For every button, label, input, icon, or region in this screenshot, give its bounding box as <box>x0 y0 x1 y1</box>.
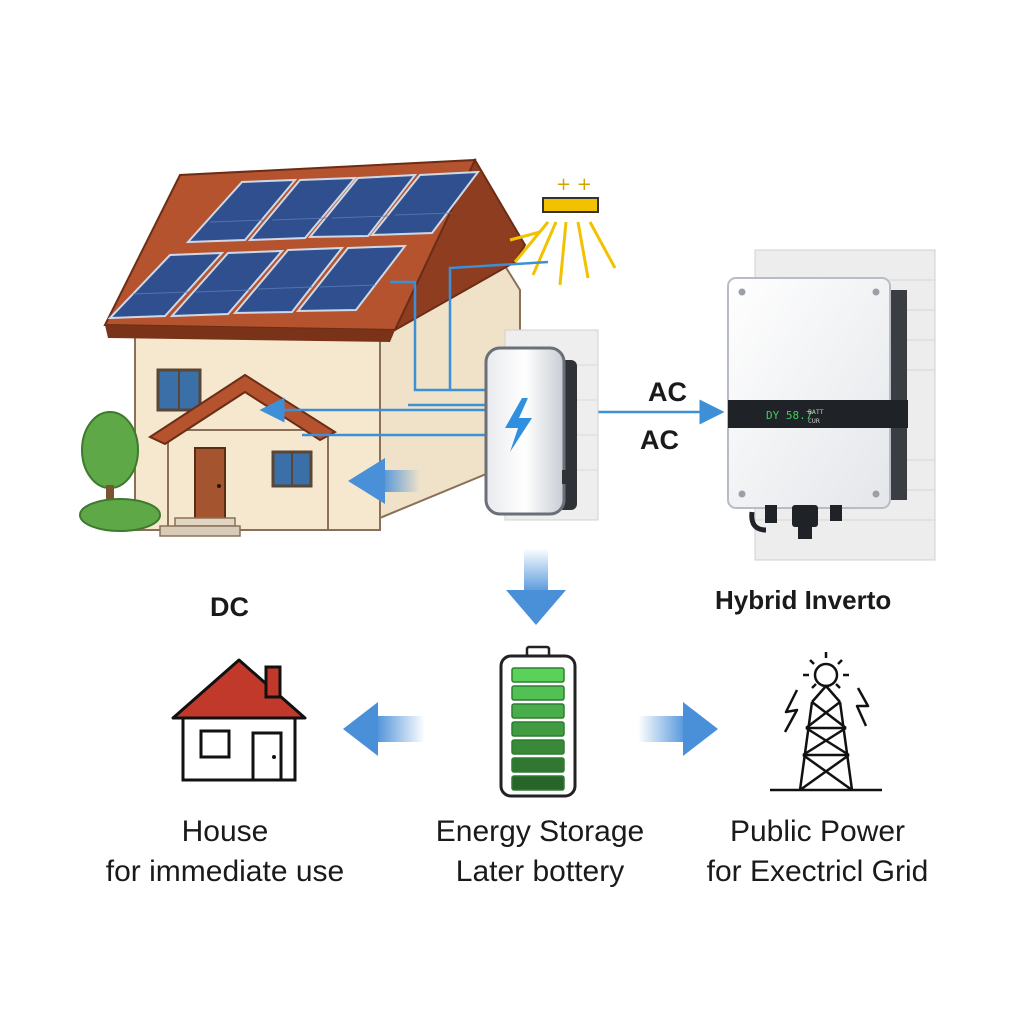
dc-label: DC <box>210 592 249 622</box>
battery-cell <box>511 703 565 719</box>
lightning-bolt-icon <box>505 398 532 452</box>
battery-cell <box>511 775 565 791</box>
inverter-readout-right: CUR <box>808 417 820 425</box>
inverter-readout-mid: BATT <box>808 408 824 416</box>
flow-arrow-to-storage <box>506 548 566 625</box>
inverter-title: Hybrid Inverto <box>715 585 892 615</box>
flow-arrow-to-house <box>348 458 420 504</box>
battery-cell <box>511 739 565 755</box>
battery-cell <box>511 667 565 683</box>
grid-caption-line2: for Exectricl Grid <box>706 855 929 888</box>
ac-label-bottom: AC <box>640 425 679 455</box>
grid-caption-line1: Public Power <box>729 815 906 848</box>
house-caption-line2: for immediate use <box>105 855 345 888</box>
battery-cell <box>511 685 565 701</box>
inverter-icon <box>727 249 936 561</box>
grid-caption: Public Power for Exectricl Grid <box>690 812 945 892</box>
flow-arrow-storage-to-house <box>343 702 425 756</box>
inverter-readout-left: DY 58.7 <box>766 409 812 422</box>
wallbox-device <box>484 329 599 521</box>
sun-icon: + + <box>509 174 617 286</box>
battery-cell <box>511 721 565 737</box>
battery-cell <box>511 757 565 773</box>
storage-caption-line1: Energy Storage <box>435 815 645 848</box>
storage-caption-line2: Later bottery <box>455 855 625 888</box>
wires <box>259 260 725 437</box>
house-caption: House for immediate use <box>90 812 360 892</box>
solar-panels <box>107 170 481 320</box>
power-tower-icon <box>770 652 882 792</box>
house-icon <box>171 658 307 782</box>
house-caption-line1: House <box>181 815 269 848</box>
storage-caption: Energy Storage Later bottery <box>415 812 665 892</box>
ac-label-top: AC <box>648 377 687 407</box>
flow-arrow-storage-to-grid <box>638 702 718 756</box>
battery-icon <box>499 645 577 798</box>
svg-text:+ +: + + <box>556 174 592 195</box>
solar-house-illustration <box>79 157 527 537</box>
